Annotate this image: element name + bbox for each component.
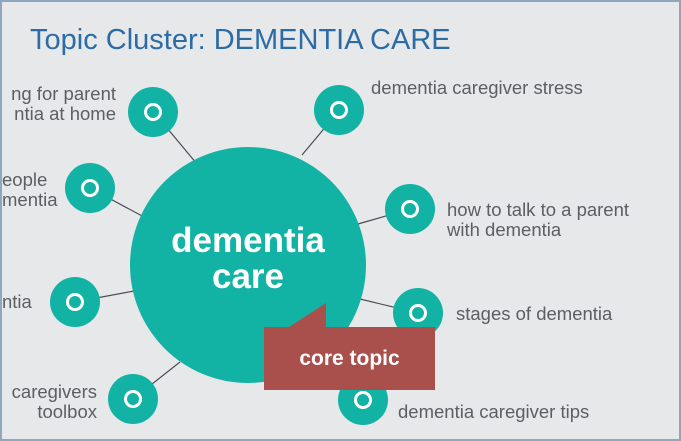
subtopic-label: dementia caregiver stress bbox=[371, 77, 583, 98]
subtopic-label: dementia caregiver tips bbox=[398, 401, 590, 422]
subtopic-node bbox=[314, 85, 364, 135]
circle-icon bbox=[81, 179, 99, 197]
subtopic-label: ng for parent ntia at home bbox=[11, 83, 116, 124]
circle-icon bbox=[144, 103, 162, 121]
core-topic-tag: core topic bbox=[264, 327, 435, 390]
subtopic-node bbox=[50, 277, 100, 327]
subtopic-label: how to talk to a parent with dementia bbox=[447, 199, 630, 240]
subtopic-label: stages of dementia bbox=[456, 303, 613, 324]
diagram-title: Topic Cluster: DEMENTIA CARE bbox=[30, 24, 451, 56]
subtopic-node bbox=[65, 163, 115, 213]
subtopic-label: caregivers toolbox bbox=[11, 381, 97, 422]
subtopic-label: eople mentia bbox=[2, 169, 58, 210]
subtopic-node bbox=[128, 87, 178, 137]
circle-icon bbox=[66, 293, 84, 311]
core-topic-label: dementia care bbox=[171, 221, 325, 296]
core-topic-tag-label: core topic bbox=[299, 347, 400, 370]
circle-icon bbox=[354, 391, 372, 409]
core-topic-circle: dementia care bbox=[130, 147, 366, 383]
circle-icon bbox=[124, 390, 142, 408]
subtopic-label: ntia bbox=[2, 291, 32, 312]
subtopic-node bbox=[108, 374, 158, 424]
subtopic-node bbox=[385, 184, 435, 234]
circle-icon bbox=[330, 101, 348, 119]
core-tag-pointer bbox=[286, 303, 326, 329]
circle-icon bbox=[409, 304, 427, 322]
circle-icon bbox=[401, 200, 419, 218]
